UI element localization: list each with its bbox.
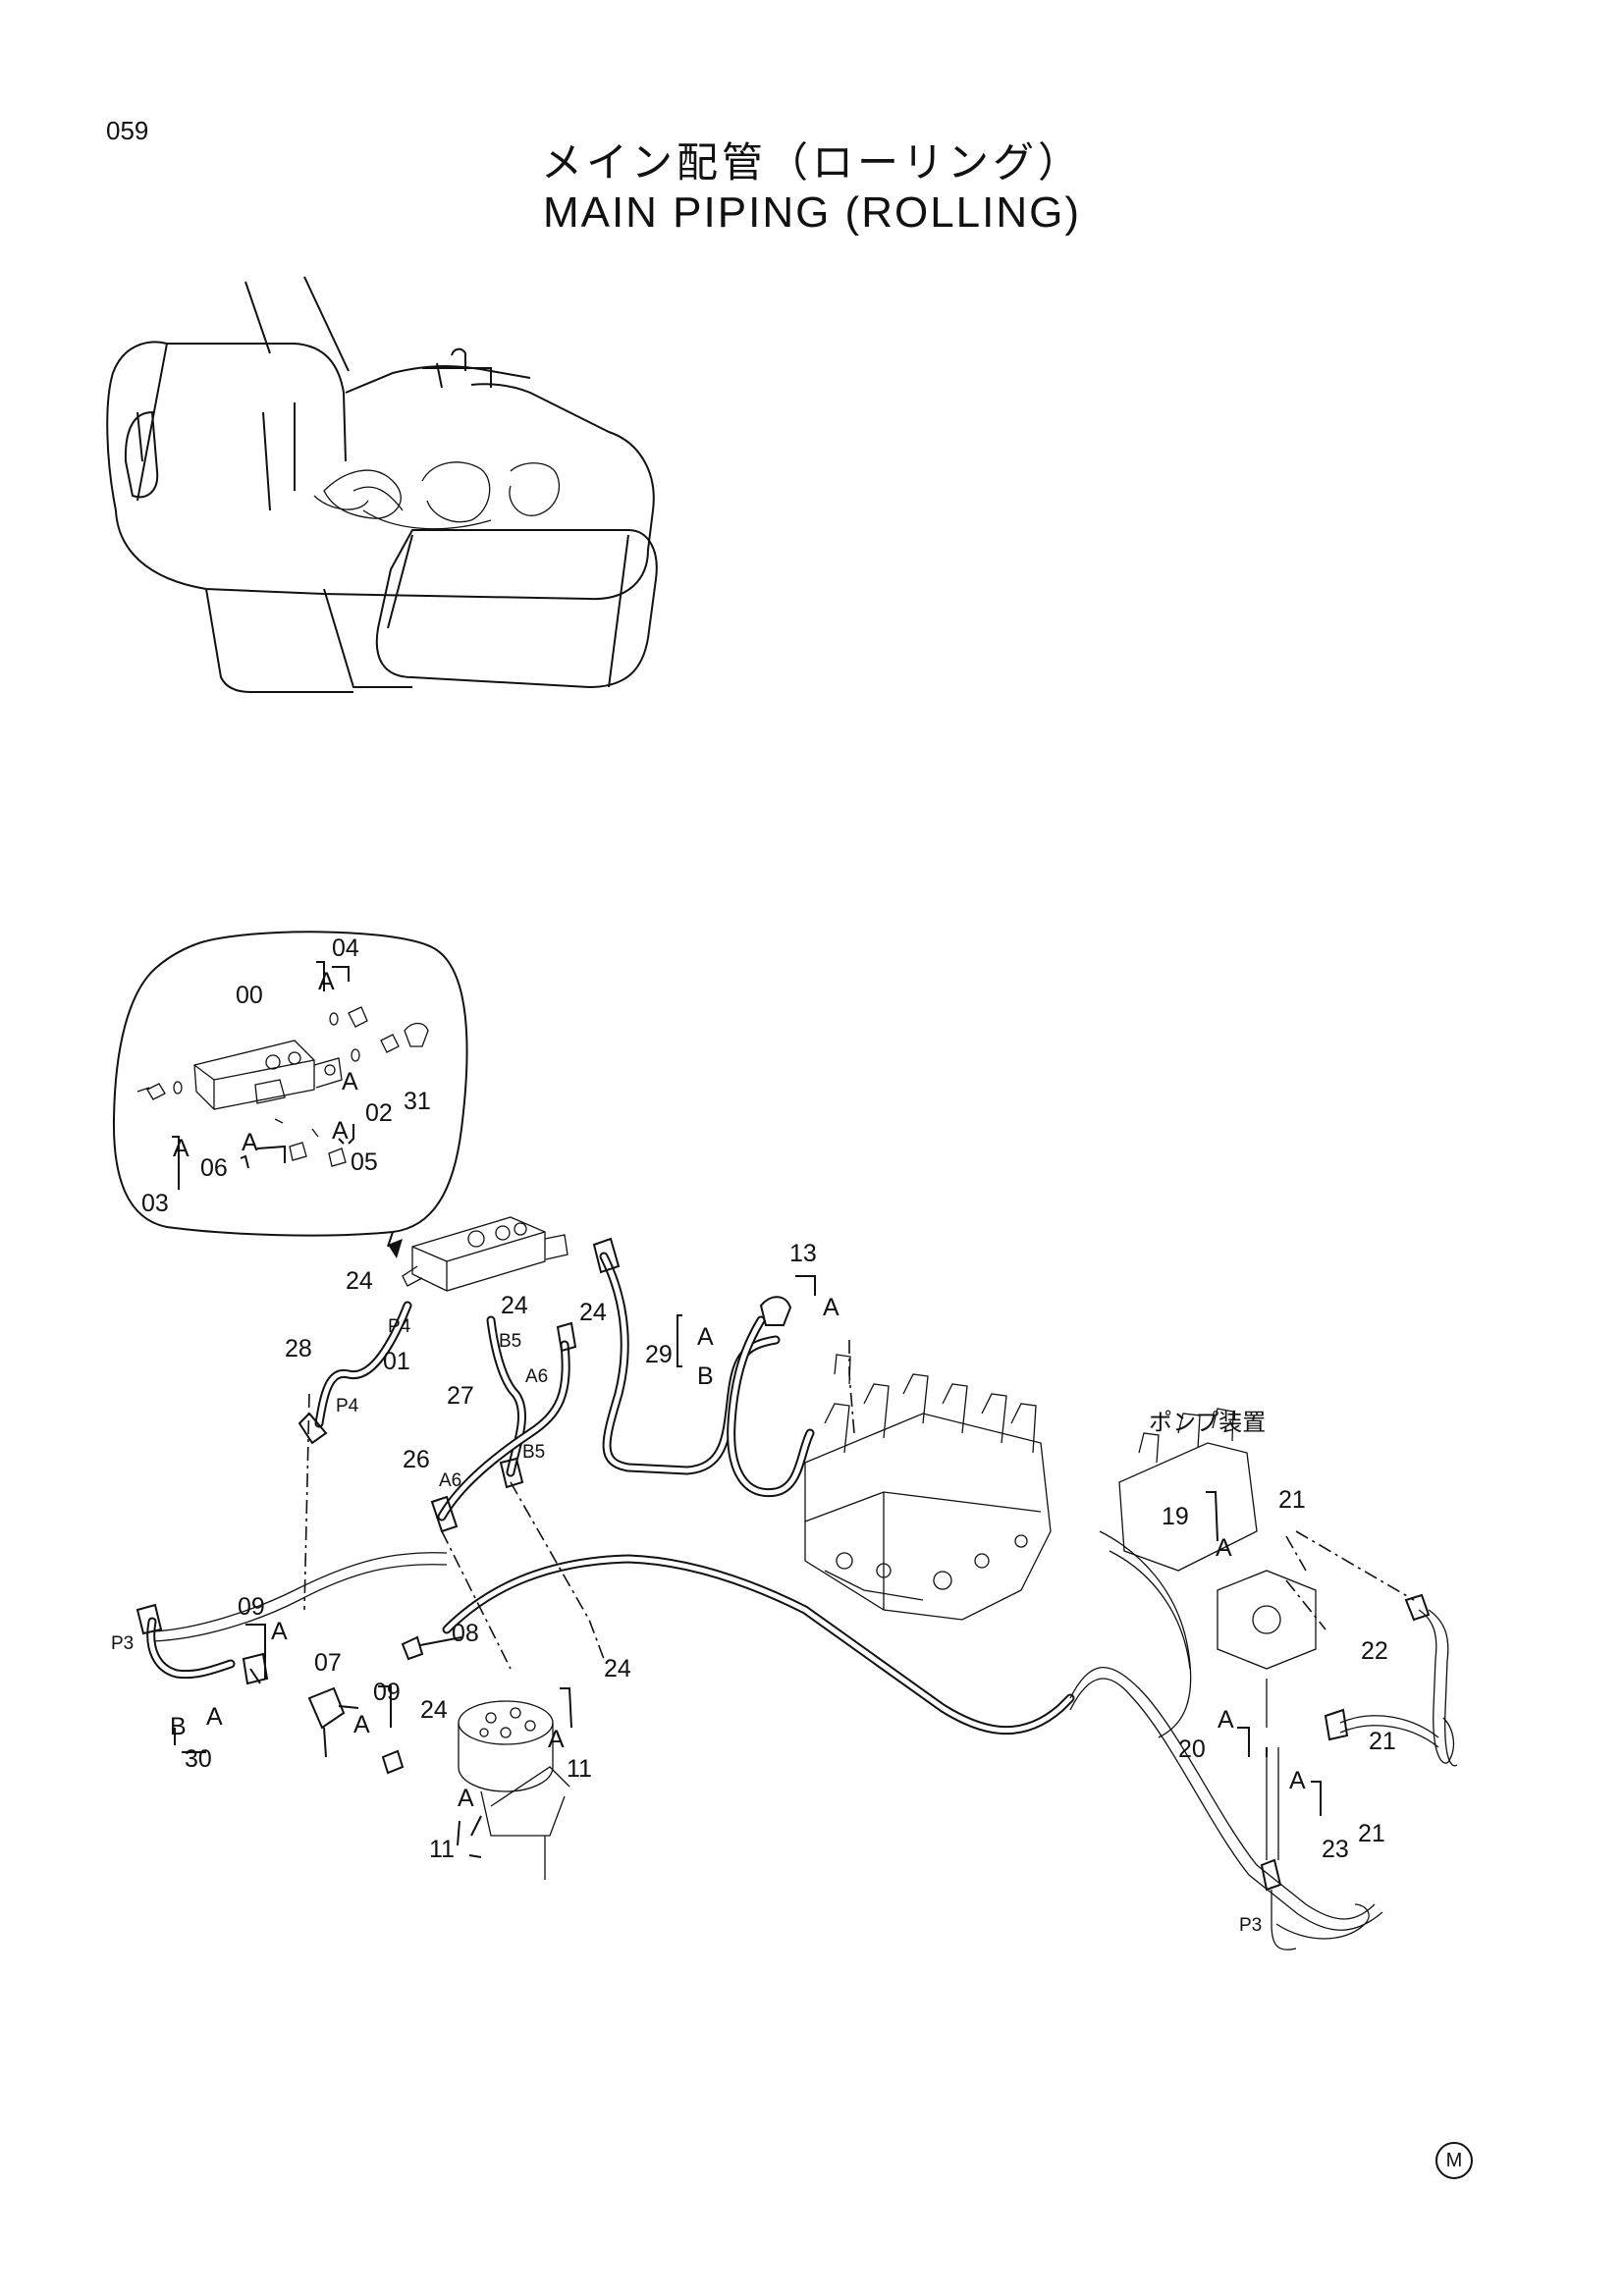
label-24-c: 24: [579, 1299, 607, 1326]
center-joint: [458, 1700, 570, 1880]
label-22: 22: [1361, 1637, 1388, 1665]
label-a-19: A: [1216, 1534, 1232, 1562]
label-port-a6-b: A6: [439, 1470, 461, 1491]
label-a-11-left: A: [458, 1785, 474, 1812]
label-00: 00: [236, 982, 263, 1009]
excavator-overview-drawing: [106, 276, 658, 693]
label-01: 01: [383, 1348, 410, 1375]
label-a-23: A: [1289, 1767, 1306, 1794]
label-21-c: 21: [1358, 1820, 1385, 1847]
title-japanese: メイン配管（ローリング）: [540, 138, 1083, 187]
label-09-a: 09: [238, 1593, 265, 1621]
label-a-06: A: [242, 1129, 258, 1156]
label-a-13: A: [823, 1294, 839, 1321]
label-26: 26: [403, 1446, 430, 1473]
label-30: 30: [185, 1745, 212, 1773]
label-port-b5-b: B5: [522, 1442, 545, 1463]
label-20: 20: [1178, 1735, 1206, 1763]
label-27: 27: [447, 1382, 474, 1410]
label-11-left: 11: [429, 1836, 455, 1863]
callout-brackets: [172, 961, 1322, 1858]
label-b-29: B: [697, 1362, 714, 1390]
part-callouts: 04 A 00 A 02 31 A A 05 06 A 03 24 P4 24 …: [111, 934, 1396, 1936]
label-04: 04: [332, 934, 359, 962]
detail-bubble: [112, 931, 468, 1258]
label-a-29: A: [697, 1323, 714, 1351]
label-28: 28: [285, 1335, 312, 1362]
label-a-09b: A: [353, 1711, 370, 1738]
label-24-a: 24: [346, 1267, 373, 1295]
control-valve: [804, 1354, 1052, 1621]
label-port-p3-b: P3: [1239, 1915, 1262, 1936]
label-port-p4-b: P4: [336, 1396, 359, 1416]
label-port-a6-a: A6: [525, 1366, 548, 1387]
label-a-30: A: [206, 1703, 223, 1731]
label-a-05: A: [332, 1117, 349, 1145]
label-21-b: 21: [1369, 1728, 1396, 1755]
label-a-09: A: [271, 1618, 288, 1645]
label-02: 02: [365, 1099, 393, 1127]
label-23: 23: [1322, 1836, 1349, 1863]
label-a-04: A: [318, 968, 335, 995]
label-19: 19: [1162, 1503, 1189, 1530]
label-13: 13: [789, 1240, 817, 1267]
label-a-11-right: A: [548, 1726, 565, 1753]
label-24-b: 24: [501, 1292, 528, 1319]
bubble-pointer-arrow: [388, 1239, 403, 1258]
label-24-e: 24: [604, 1655, 631, 1682]
page-number: 059: [106, 116, 149, 145]
label-a-20: A: [1218, 1706, 1234, 1734]
registered-mark: M: [1435, 2142, 1473, 2179]
label-24-d: 24: [420, 1696, 448, 1724]
label-09-b: 09: [373, 1679, 401, 1706]
piping-network: [135, 1216, 1458, 1950]
pump-assembly-label: ポンプ装置: [1149, 1409, 1266, 1436]
label-port-p4-a: P4: [388, 1316, 411, 1337]
label-07: 07: [314, 1649, 342, 1677]
pump-assembly: [1099, 1408, 1317, 1738]
label-08: 08: [452, 1620, 479, 1647]
label-a-02: A: [342, 1068, 358, 1095]
label-06: 06: [200, 1154, 228, 1182]
label-port-b5-a: B5: [499, 1331, 521, 1352]
label-31: 31: [404, 1088, 431, 1115]
pilot-valve-block: [402, 1216, 568, 1292]
label-b-30: B: [170, 1713, 187, 1740]
label-03: 03: [141, 1190, 169, 1217]
fittings-in-bubble: [136, 1006, 429, 1167]
label-11-right: 11: [567, 1755, 592, 1783]
label-port-p3-a: P3: [111, 1633, 134, 1654]
label-05: 05: [351, 1148, 378, 1176]
label-21-a: 21: [1278, 1486, 1306, 1514]
label-29: 29: [645, 1341, 673, 1368]
title-english: MAIN PIPING (ROLLING): [542, 188, 1082, 237]
label-a-03: A: [173, 1135, 189, 1162]
